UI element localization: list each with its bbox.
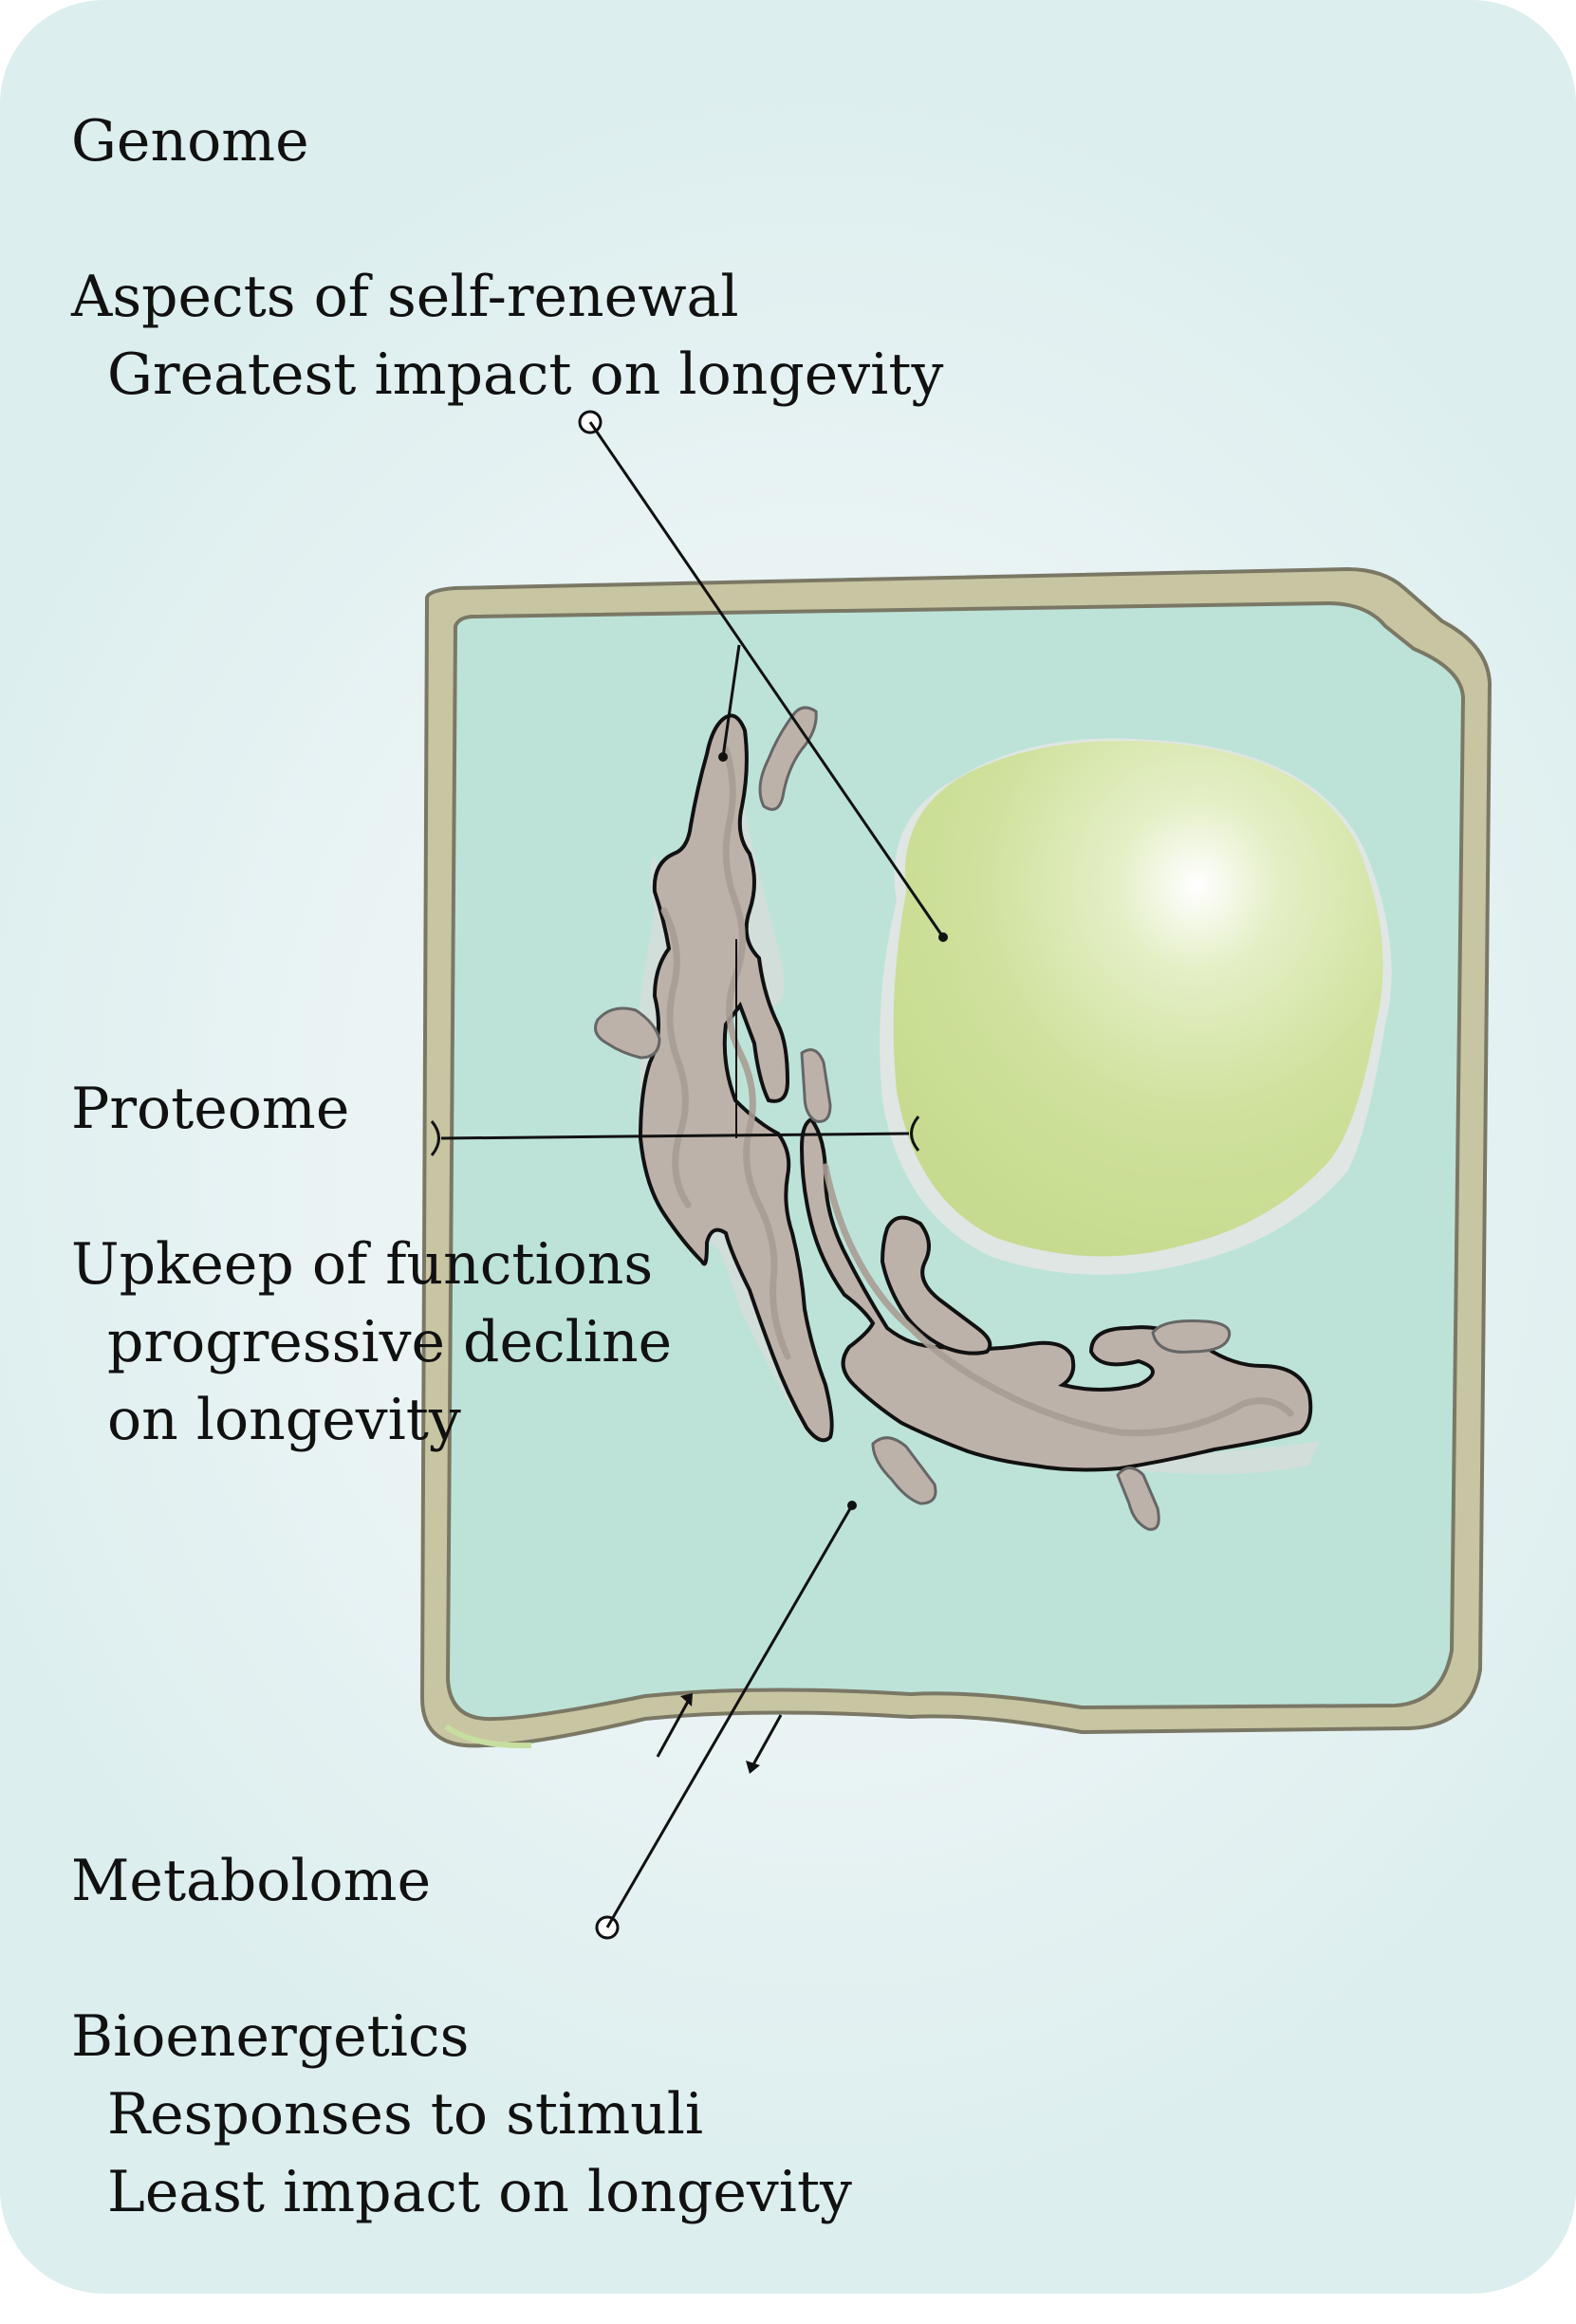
- proteome-heading: Proteome: [71, 1076, 350, 1142]
- metabolome-line-2: Responses to stimuli: [107, 2081, 704, 2148]
- mitochondria: [594, 706, 1319, 1531]
- metabolome-line-3: Least impact on longevity: [107, 2159, 852, 2225]
- span-left-cap: [430, 1120, 440, 1156]
- metabolome-heading: Metabolome: [71, 1848, 432, 1914]
- influx-arrow: [656, 1699, 691, 1758]
- proteome-span-line: [440, 1132, 910, 1140]
- proteome-line-1: Upkeep of functions: [71, 1231, 654, 1298]
- proteome-description: Upkeep of functions progressive decline …: [71, 1226, 672, 1459]
- genome-description: Aspects of self-renewal Greatest impact …: [71, 258, 943, 414]
- genome-callout-line: [588, 421, 945, 938]
- nucleus: [893, 740, 1383, 1257]
- cytoplasm-pointer-dot: [847, 1501, 857, 1510]
- genome-heading: Genome: [71, 108, 309, 175]
- span-right-cap: [910, 1116, 920, 1152]
- metabolome-line-1: Bioenergetics: [71, 2003, 470, 2070]
- mitochondria-pointer-line: [721, 644, 741, 758]
- proteome-line-3: on longevity: [107, 1387, 461, 1453]
- callout-lines: [430, 410, 948, 1940]
- metabolome-callout-line: [605, 1504, 854, 1928]
- efflux-arrow: [751, 1714, 783, 1767]
- proteome-line-2: progressive decline: [107, 1309, 673, 1375]
- metabolome-description: Bioenergetics Responses to stimuli Least…: [71, 1998, 852, 2231]
- genome-line-1: Aspects of self-renewal: [71, 264, 739, 330]
- genome-line-2: Greatest impact on longevity: [107, 341, 944, 408]
- nucleus-pointer-dot: [938, 932, 948, 942]
